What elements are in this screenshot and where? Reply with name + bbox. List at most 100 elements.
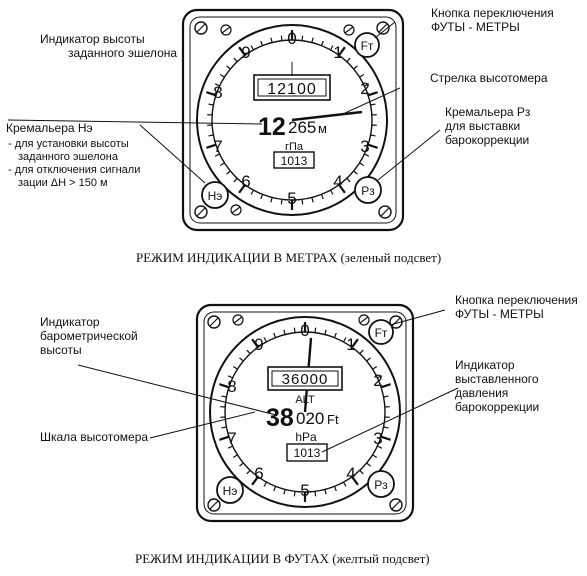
dial-tick <box>338 184 346 194</box>
corner-screw <box>207 498 221 512</box>
dial-tick <box>359 349 364 355</box>
dial-tick <box>351 476 359 486</box>
dial-number-3: 3 <box>373 429 382 448</box>
dial-tick <box>377 445 383 449</box>
dial-tick <box>380 383 391 389</box>
dial-tick <box>330 189 334 195</box>
knob-selected-altitude[interactable]: Нэ <box>216 476 244 504</box>
dial-tick <box>293 327 296 333</box>
label-altimeter-scale: Шкала высотомера <box>40 430 149 444</box>
pressure-window <box>286 443 328 462</box>
gauge-bezel-inner <box>189 16 397 224</box>
dial-tick <box>263 337 267 343</box>
dial-tick <box>301 35 304 41</box>
knob-baro-setting[interactable]: Рз <box>367 470 395 498</box>
dial-tick <box>333 332 337 338</box>
label-line: заданного эшелона <box>68 46 178 60</box>
pressure-value: 1013 <box>281 154 308 168</box>
dial-tick <box>263 481 267 487</box>
label-line: Кнопка переключения <box>431 6 554 20</box>
altitude-hundreds: 020 <box>296 409 324 428</box>
corner-screw <box>232 314 244 326</box>
dial-tick <box>293 491 296 497</box>
dial-tick <box>239 357 244 362</box>
ft-m-button-label: Fт <box>361 39 374 53</box>
dial-tick <box>233 177 238 183</box>
dial-tick <box>364 153 370 157</box>
dial-number-5: 5 <box>287 189 296 208</box>
dial-tick <box>221 395 227 398</box>
dial-tick <box>260 40 264 46</box>
dial-tick <box>314 327 317 333</box>
dial-tick <box>353 65 358 70</box>
dial-tick <box>251 338 259 348</box>
dial-tick <box>273 486 277 492</box>
dial-number-7: 7 <box>227 429 236 448</box>
altitude-thousands: 38 <box>266 404 294 432</box>
dial-tick <box>367 91 378 97</box>
dial-tick <box>343 337 347 343</box>
dial-tick <box>219 162 225 167</box>
dial-number-0: 0 <box>300 321 309 340</box>
dial-tick <box>227 375 233 379</box>
knob-baro-setting[interactable]: Рз <box>354 176 382 204</box>
corner-screw <box>378 205 392 219</box>
dial-tick <box>324 489 327 495</box>
dial-tick <box>359 469 364 475</box>
leader-lines-bottom <box>77 309 459 453</box>
dial-number-9: 9 <box>254 335 263 354</box>
dial-number-1: 1 <box>333 43 342 62</box>
label-knob-selected-altitude: Кремальера Нэ <box>6 121 93 135</box>
knob-selected-altitude[interactable]: Нэ <box>201 181 229 209</box>
label-line: Кнопка переключения <box>455 293 578 307</box>
dial-tick <box>380 435 391 441</box>
dial-tick <box>366 357 371 362</box>
dial-tick <box>270 37 273 43</box>
dial-number-9: 9 <box>241 43 250 62</box>
dial-tick <box>372 454 378 459</box>
dial-outer-ring <box>196 24 388 216</box>
dial-number-4: 4 <box>333 172 342 191</box>
corner-screw <box>358 314 370 326</box>
label-line: Индикатор <box>455 358 515 372</box>
dial-tick <box>383 395 389 398</box>
dial-number-1: 1 <box>346 335 355 354</box>
corner-screw <box>376 21 390 35</box>
dial-tick <box>251 476 259 486</box>
dial-tick <box>246 349 251 355</box>
dial-tick <box>232 454 238 459</box>
label-baro-altitude-indicator: Индикатор барометрической высоты <box>40 315 138 357</box>
dial-ticks <box>206 30 378 210</box>
ft-m-toggle-button[interactable]: Fт <box>368 319 394 345</box>
dial-tick <box>206 143 217 149</box>
dial-tick <box>372 365 378 370</box>
altitude-thousands: 12 <box>258 113 286 141</box>
dial-tick <box>221 426 227 429</box>
dial-tick <box>343 481 347 487</box>
dial-tick <box>283 489 286 495</box>
label-line: барокоррекции <box>445 133 530 147</box>
dial-tick <box>238 46 246 56</box>
pressure-unit: hPa <box>295 430 317 444</box>
label-line: ФУТЫ - МЕТРЫ <box>431 20 520 34</box>
dial-tick <box>250 189 254 195</box>
knob-selected-altitude-label: Нэ <box>223 484 238 498</box>
dial-tick <box>219 383 230 389</box>
label-line: Индикатор <box>40 315 100 329</box>
dial-tick <box>330 45 334 51</box>
dial-outer-ring <box>209 316 401 508</box>
ft-m-toggle-button[interactable]: Fт <box>354 32 380 58</box>
label-pressure-indicator: Индикатор выставленного давления барокор… <box>455 358 539 414</box>
alt-label: ALT <box>295 394 315 406</box>
corner-screw <box>194 205 208 219</box>
label-line: давления <box>455 386 509 400</box>
dial-number-2: 2 <box>373 371 382 390</box>
dial-tick <box>370 134 376 137</box>
dial-tick <box>314 491 317 497</box>
dial-number-6: 6 <box>254 464 263 483</box>
dial-tick <box>333 486 337 492</box>
corner-screw <box>194 21 208 35</box>
selected-altitude-value: 36000 <box>282 371 329 388</box>
dial-tick <box>324 329 327 335</box>
